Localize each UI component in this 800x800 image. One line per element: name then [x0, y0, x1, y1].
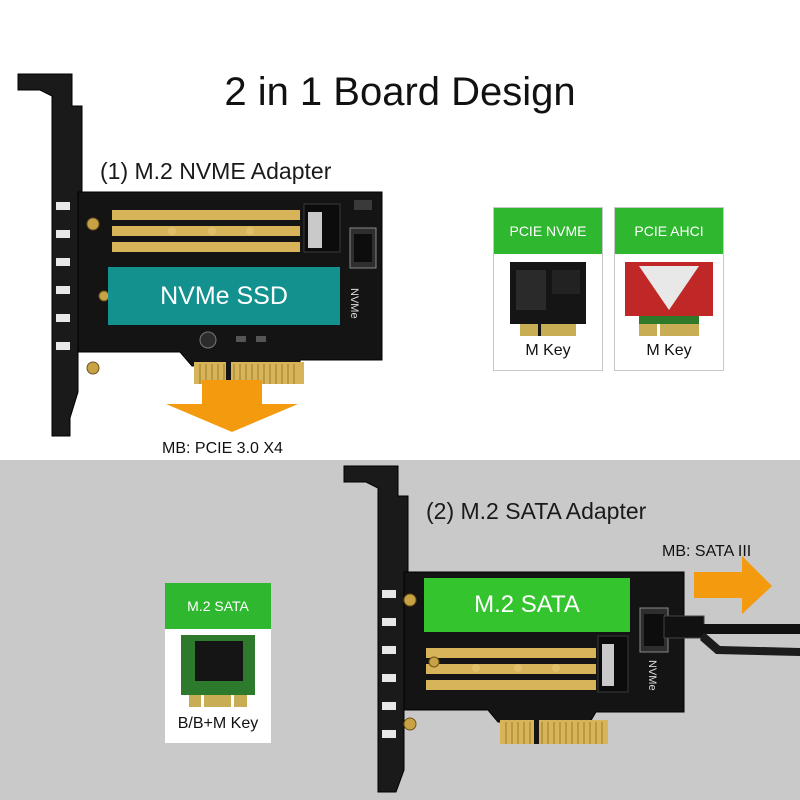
- sata-interface-label: MB: SATA III: [662, 543, 752, 560]
- key-card-footer: B/B+M Key: [177, 715, 259, 732]
- key-card-header: M.2 SATA: [165, 583, 271, 629]
- key-card-footer: M Key: [525, 342, 571, 359]
- ahci-ssd-module-image: [625, 262, 713, 336]
- nvme-subtitle: (1) M.2 NVME Adapter: [100, 158, 332, 184]
- nvme-ssd-module-image: [510, 262, 586, 336]
- key-card-header: PCIE NVME: [494, 208, 602, 254]
- key-card-m2-sata: M.2 SATA B/B+M Key: [164, 582, 272, 744]
- key-card-pcie-nvme: PCIE NVME M Key: [493, 207, 603, 371]
- sata-subtitle: (2) M.2 SATA Adapter: [426, 498, 647, 524]
- arrow-down-icon: [166, 380, 298, 432]
- nvme-board-mark: NVMe: [348, 288, 360, 319]
- sata-ssd-label: M.2 SATA: [424, 578, 630, 632]
- key-card-header: PCIE AHCI: [615, 208, 723, 254]
- key-card-pcie-ahci: PCIE AHCI M Key: [614, 207, 724, 371]
- bracket-icon: [17, 73, 83, 437]
- sata-board-mark: NVMe: [646, 660, 658, 691]
- key-card-footer: M Key: [646, 342, 692, 359]
- sata-ssd-module-image: [181, 635, 255, 707]
- nvme-ssd-label: NVMe SSD: [108, 267, 340, 325]
- nvme-interface-label: MB: PCIE 3.0 X4: [162, 440, 283, 457]
- page-title: 2 in 1 Board Design: [224, 70, 576, 114]
